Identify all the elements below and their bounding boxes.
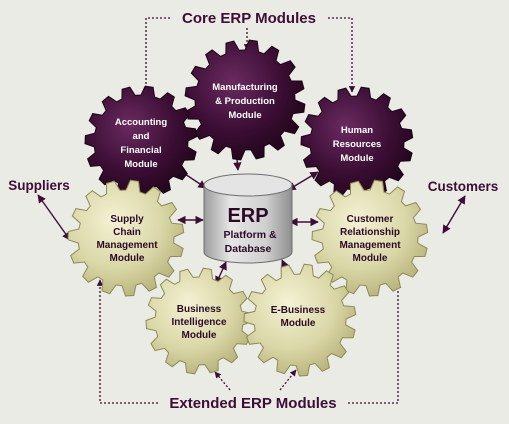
crm-line-4: Module [353, 253, 388, 264]
database-top [203, 173, 293, 197]
scm-line-2: Chain [113, 227, 141, 238]
bi-label: Business Intelligence Module [171, 304, 226, 341]
manufacturing-label: Manufacturing & Production Module [212, 82, 278, 121]
acc-line-4: Module [124, 159, 157, 170]
erp-title: ERP [227, 205, 268, 227]
mfg-line-2: & Production [215, 96, 275, 107]
erp-database: ERP Platform & Database [203, 173, 293, 264]
hr-label: Human Resources Module [333, 125, 382, 164]
core-modules-title: Core ERP Modules [182, 10, 316, 27]
ebiz-line-1: E-Business [271, 305, 326, 316]
arrow-customers-crm [442, 195, 466, 234]
connector-core-left [142, 17, 170, 101]
crm-line-2: Relationship [340, 227, 400, 238]
customers-label: Customers [428, 179, 499, 194]
acc-line-3: Financial [120, 145, 161, 156]
scm-gear [67, 179, 185, 297]
manufacturing-gear [184, 39, 306, 161]
erp-line1: Platform & [223, 229, 277, 241]
crm-gear [311, 179, 429, 297]
bi-line-1: Business [177, 304, 222, 315]
arrow-suppliers-scm [37, 194, 71, 241]
core-gears [84, 39, 414, 200]
crm-line-1: Customer [347, 214, 394, 225]
mfg-line-3: Module [228, 110, 261, 121]
scm-line-1: Supply [110, 214, 144, 225]
extended-modules-title: Extended ERP Modules [169, 395, 336, 412]
dotted-connectors [96, 17, 402, 404]
connector-ext-bl [214, 371, 231, 391]
acc-line-1: Accounting [115, 117, 167, 128]
crm-label: Customer Relationship Management Module [339, 214, 401, 264]
arrow-bi-erp [215, 261, 227, 285]
mfg-line-1: Manufacturing [212, 82, 278, 93]
bi-gear [145, 267, 253, 375]
scm-line-4: Module [110, 253, 145, 264]
connector-ext-left [96, 279, 158, 404]
suppliers-label: Suppliers [8, 178, 70, 193]
acc-line-2: and [133, 131, 150, 142]
erp-line2: Database [225, 243, 272, 255]
scm-line-3: Management [96, 240, 158, 251]
hr-line-2: Resources [333, 139, 382, 150]
ebiz-gear [243, 263, 357, 377]
accounting-gear [84, 85, 198, 199]
accounting-label: Accounting and Financial Module [115, 117, 167, 170]
bi-line-3: Module [182, 330, 217, 341]
crm-line-3: Management [339, 240, 401, 251]
connector-core-right [328, 17, 356, 93]
hr-line-1: Human [341, 125, 373, 136]
database-body [203, 185, 293, 264]
connector-ext-right [348, 281, 402, 404]
bi-line-2: Intelligence [171, 317, 226, 328]
scm-label: Supply Chain Management Module [96, 214, 158, 264]
arrow-hr-erp [287, 171, 319, 191]
extended-gears [67, 179, 429, 377]
connector-ext-br [279, 369, 297, 391]
hr-line-3: Module [340, 153, 373, 164]
ebiz-line-2: Module [281, 318, 316, 329]
ebiz-label: E-Business Module [271, 305, 326, 329]
